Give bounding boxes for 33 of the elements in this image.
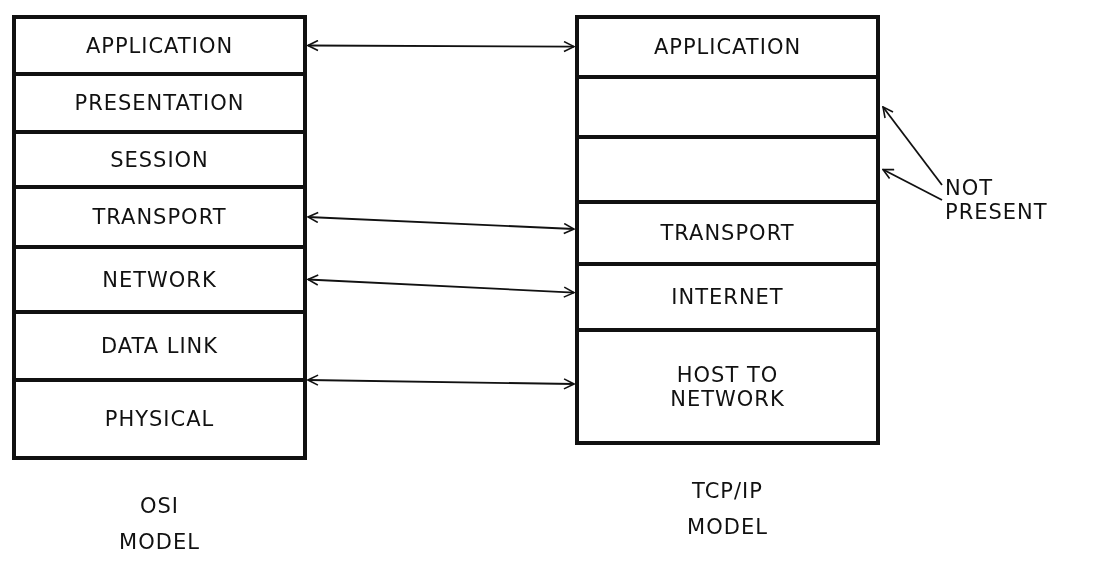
layer-label: APPLICATION	[85, 33, 234, 58]
layer-label: SESSION	[110, 147, 209, 172]
annotation-text: NOT PRESENT	[945, 176, 1049, 224]
layer-box	[14, 187, 305, 247]
layer-box	[14, 380, 305, 458]
layer-box	[577, 17, 878, 77]
layer-box	[14, 132, 305, 187]
empty-layer-box	[577, 137, 878, 202]
model-caption: OSI MODEL	[118, 493, 201, 556]
layer-box	[577, 202, 878, 264]
layer-label: HOST TO NETWORK	[669, 362, 786, 411]
layer-label: APPLICATION	[653, 35, 802, 59]
arrow	[307, 374, 575, 390]
layer-label: DATA LINK	[100, 334, 219, 358]
layer-label: PHYSICAL	[104, 407, 215, 431]
arrow	[882, 168, 943, 201]
layer-box	[577, 330, 878, 443]
layer-box	[14, 247, 305, 312]
layer-label: TRANSPORT	[660, 221, 795, 245]
layer-box	[577, 264, 878, 330]
arrow	[307, 211, 575, 235]
arrow	[882, 106, 943, 186]
model-caption: TCP/IP MODEL	[686, 478, 769, 541]
arrow	[307, 274, 575, 298]
layer-label: NETWORK	[102, 267, 217, 292]
layer-box	[14, 17, 305, 74]
layer-box	[14, 312, 305, 380]
arrow	[307, 39, 575, 53]
layer-label: TRANSPORT	[92, 205, 227, 229]
layer-label: INTERNET	[671, 285, 784, 309]
layer-label: PRESENTATION	[74, 91, 245, 115]
layer-box	[14, 74, 305, 132]
empty-layer-box	[577, 77, 878, 137]
